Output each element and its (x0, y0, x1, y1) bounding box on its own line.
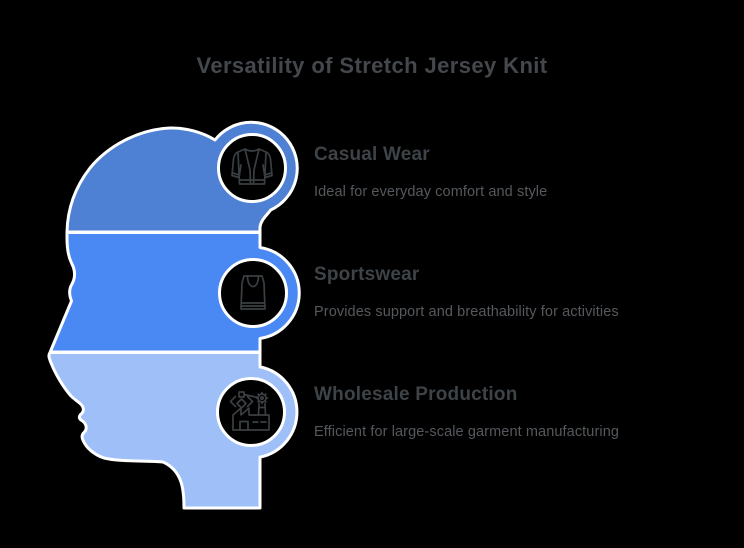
head-outline (47, 120, 301, 510)
factory-icon (229, 391, 270, 431)
list-item-sportswear: Sportswear Provides support and breathab… (314, 264, 714, 321)
item-description: Efficient for large-scale garment manufa… (314, 424, 620, 440)
item-heading: Casual Wear (314, 144, 430, 165)
badge-circle (216, 377, 286, 447)
badge-casual-wear (217, 133, 287, 203)
badge-circle (218, 258, 288, 328)
item-description: Ideal for everyday comfort and style (314, 184, 548, 200)
page-title: Versatility of Stretch Jersey Knit (196, 53, 548, 78)
item-description: Provides support and breathability for a… (314, 304, 619, 320)
item-heading: Sportswear (314, 264, 420, 285)
list-item-casual-wear: Casual Wear Ideal for everyday comfort a… (314, 144, 714, 201)
item-heading: Wholesale Production (314, 384, 518, 405)
band-separator-1 (48, 230, 300, 234)
badge-sportswear (218, 258, 288, 328)
band-separator-2 (48, 350, 300, 354)
badge-circle (217, 133, 287, 203)
sports-top-icon (240, 275, 266, 310)
badge-wholesale-production (216, 377, 286, 447)
list-item-wholesale-production: Wholesale Production Efficient for large… (314, 384, 714, 441)
cardigan-icon (231, 148, 273, 185)
